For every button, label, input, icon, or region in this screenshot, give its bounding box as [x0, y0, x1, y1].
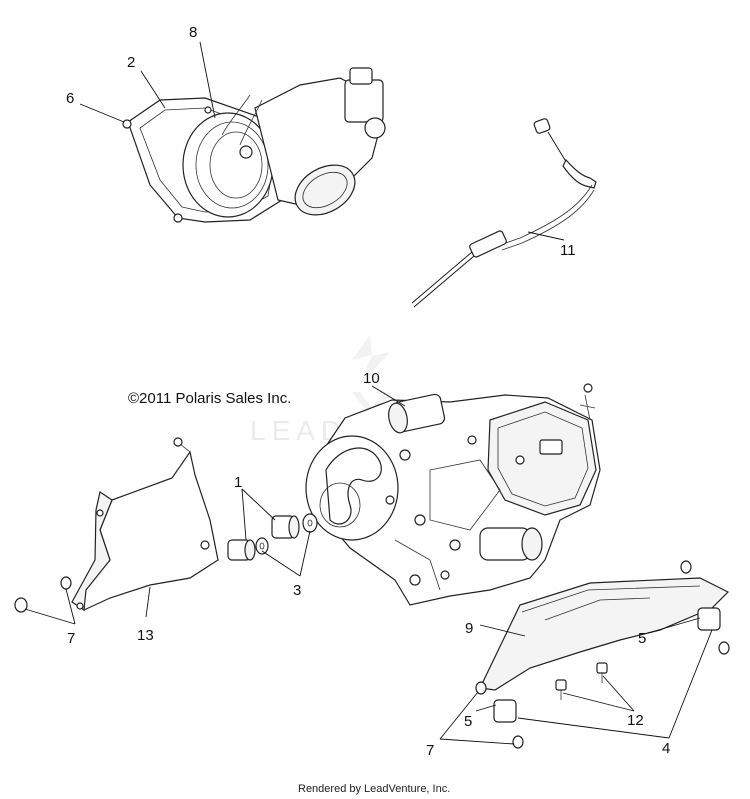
callout-10: 10 [363, 370, 380, 387]
throttle-body-assembly [122, 67, 386, 223]
footer-credit: Rendered by LeadVenture, Inc. [298, 783, 450, 795]
skid-hardware [475, 560, 730, 749]
callout-7-bracket: 7 [67, 630, 75, 647]
callout-6: 6 [66, 90, 74, 107]
engine-skid-mount [479, 577, 730, 691]
callout-2: 2 [127, 54, 135, 71]
callout-5-lower: 5 [464, 713, 472, 730]
callout-5-upper: 5 [638, 630, 646, 647]
leader-lines [24, 41, 713, 745]
callout-1: 1 [234, 474, 242, 491]
callout-9: 9 [465, 620, 473, 637]
bracket-nuts [14, 576, 72, 613]
callout-12: 12 [627, 712, 644, 729]
callout-7-skid: 7 [426, 742, 434, 759]
callout-11: 11 [560, 242, 576, 259]
callout-labels: 1 2 3 4 5 5 6 7 7 8 9 10 11 12 13 [66, 24, 670, 759]
engine-assembly [305, 383, 601, 606]
throttle-cable [411, 118, 597, 308]
watermark-logo [352, 335, 392, 418]
engine-mount-bracket [71, 437, 219, 612]
callout-13: 13 [137, 627, 154, 644]
callout-4: 4 [662, 740, 670, 757]
callout-8: 8 [189, 24, 197, 41]
mount-isolators [227, 513, 318, 561]
callout-3: 3 [293, 582, 301, 599]
copyright-notice: ©2011 Polaris Sales Inc. [128, 390, 291, 407]
